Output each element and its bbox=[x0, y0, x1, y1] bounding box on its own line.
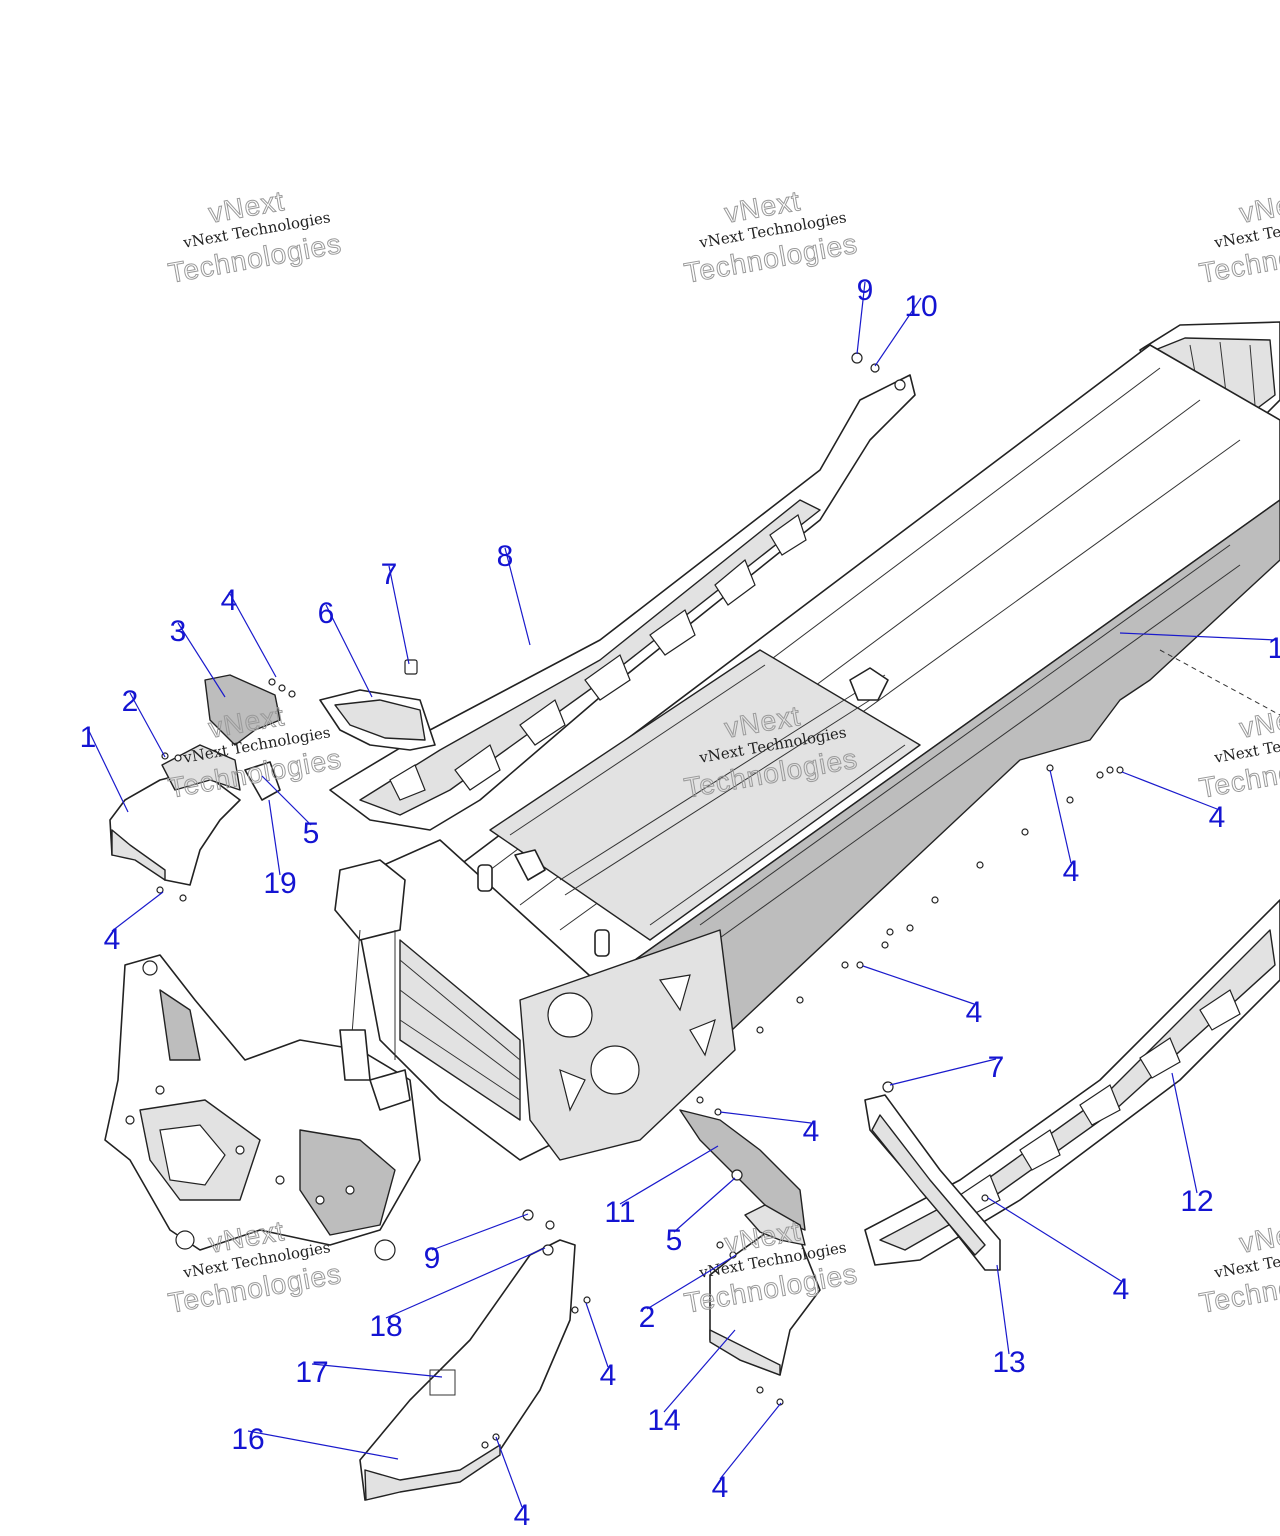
callout-c4c: 4 bbox=[1209, 801, 1226, 834]
leader-line-c6 bbox=[325, 604, 373, 698]
leader-line-c14 bbox=[663, 1329, 736, 1413]
leader-line-c4j bbox=[495, 1436, 523, 1508]
lower-shield bbox=[359, 1239, 576, 1501]
leader-line-c1 bbox=[87, 728, 129, 813]
callout-c7a: 7 bbox=[381, 558, 398, 591]
fasteners bbox=[156, 352, 1124, 1449]
leader-line-c5a bbox=[261, 775, 312, 826]
leader-line-c16 bbox=[247, 1430, 399, 1460]
callout-c4h: 4 bbox=[600, 1359, 617, 1392]
leader-line-c18 bbox=[385, 1247, 546, 1319]
callout-c14: 14 bbox=[647, 1404, 680, 1437]
left-running-board bbox=[319, 374, 916, 831]
callout-c1x: 1 bbox=[1268, 632, 1280, 665]
right-front-panels bbox=[679, 1109, 821, 1376]
side-plate-cutouts bbox=[547, 974, 716, 1112]
callout-c4d: 4 bbox=[1063, 855, 1080, 888]
callout-c7b: 7 bbox=[988, 1051, 1005, 1084]
leader-line-c7a bbox=[388, 565, 410, 665]
callout-c12: 12 bbox=[1180, 1185, 1213, 1218]
callout-c4j: 4 bbox=[514, 1499, 531, 1532]
leader-line-c1x bbox=[1119, 632, 1277, 641]
leader-line-c4i bbox=[719, 1402, 782, 1480]
leader-line-c4c bbox=[1121, 771, 1218, 810]
leader-line-c4a bbox=[228, 591, 277, 678]
leader-line-c4d bbox=[1049, 769, 1072, 864]
leader-line-c5b bbox=[673, 1177, 736, 1233]
callout-c16: 16 bbox=[231, 1423, 264, 1456]
leader-line-c8 bbox=[504, 547, 531, 646]
leader-line-c19 bbox=[268, 799, 281, 876]
dashed-cable-line bbox=[1159, 649, 1280, 716]
leader-line-c4h bbox=[585, 1302, 609, 1368]
callout-c4i: 4 bbox=[712, 1471, 729, 1504]
callout-c5b: 5 bbox=[666, 1224, 683, 1257]
callout-c18: 18 bbox=[369, 1310, 402, 1343]
leader-line-c17 bbox=[311, 1363, 443, 1378]
leader-line-c11 bbox=[619, 1145, 719, 1205]
leader-line-c4b bbox=[111, 891, 164, 932]
leader-line-c2 bbox=[129, 692, 166, 758]
callout-c11: 11 bbox=[604, 1196, 635, 1229]
flange-rivets bbox=[756, 766, 1114, 1034]
tunnel-assembly bbox=[349, 321, 1280, 1161]
callout-c2: 2 bbox=[122, 685, 139, 718]
callout-c4g: 4 bbox=[1113, 1273, 1130, 1306]
callout-c19: 19 bbox=[263, 867, 296, 900]
leader-line-c12 bbox=[1171, 1072, 1198, 1194]
callout-c9a: 9 bbox=[857, 274, 874, 307]
callout-c1: 1 bbox=[80, 721, 97, 754]
leader-line-c9a bbox=[856, 281, 866, 355]
running-board-cutouts bbox=[389, 514, 807, 801]
callout-c4e: 4 bbox=[966, 996, 983, 1029]
callout-c10: 10 bbox=[904, 290, 937, 323]
callout-c3: 3 bbox=[170, 615, 187, 648]
right-running-board bbox=[864, 899, 1280, 1271]
leader-line-c13 bbox=[996, 1264, 1010, 1355]
callout-c9b: 9 bbox=[424, 1242, 441, 1275]
callout-c6: 6 bbox=[318, 597, 335, 630]
leader-line-c7b bbox=[889, 1058, 997, 1086]
callout-c8: 8 bbox=[497, 540, 514, 573]
leader-line-c3 bbox=[177, 622, 226, 698]
right-board-cutouts bbox=[959, 989, 1241, 1216]
front-chassis-holes bbox=[125, 1085, 355, 1205]
leader-line-c4g bbox=[987, 1197, 1122, 1282]
left-front-panels bbox=[109, 674, 281, 886]
callout-c4b: 4 bbox=[104, 923, 121, 956]
callout-c4a: 4 bbox=[221, 584, 238, 617]
leader-line-c2b bbox=[646, 1254, 737, 1310]
leader-line-c4f bbox=[719, 1111, 812, 1124]
callout-c5a: 5 bbox=[303, 817, 320, 850]
front-chassis bbox=[104, 859, 421, 1261]
leader-line-c9b bbox=[431, 1213, 529, 1251]
callout-c13: 13 bbox=[992, 1346, 1025, 1379]
leader-lines bbox=[87, 281, 1277, 1508]
tunnel-slots bbox=[699, 544, 1241, 946]
callout-c4f: 4 bbox=[803, 1115, 820, 1148]
leader-line-c4e bbox=[862, 965, 975, 1005]
callout-c17: 17 bbox=[295, 1356, 328, 1389]
callout-c2b: 2 bbox=[639, 1301, 656, 1334]
leader-line-c10 bbox=[874, 297, 922, 367]
